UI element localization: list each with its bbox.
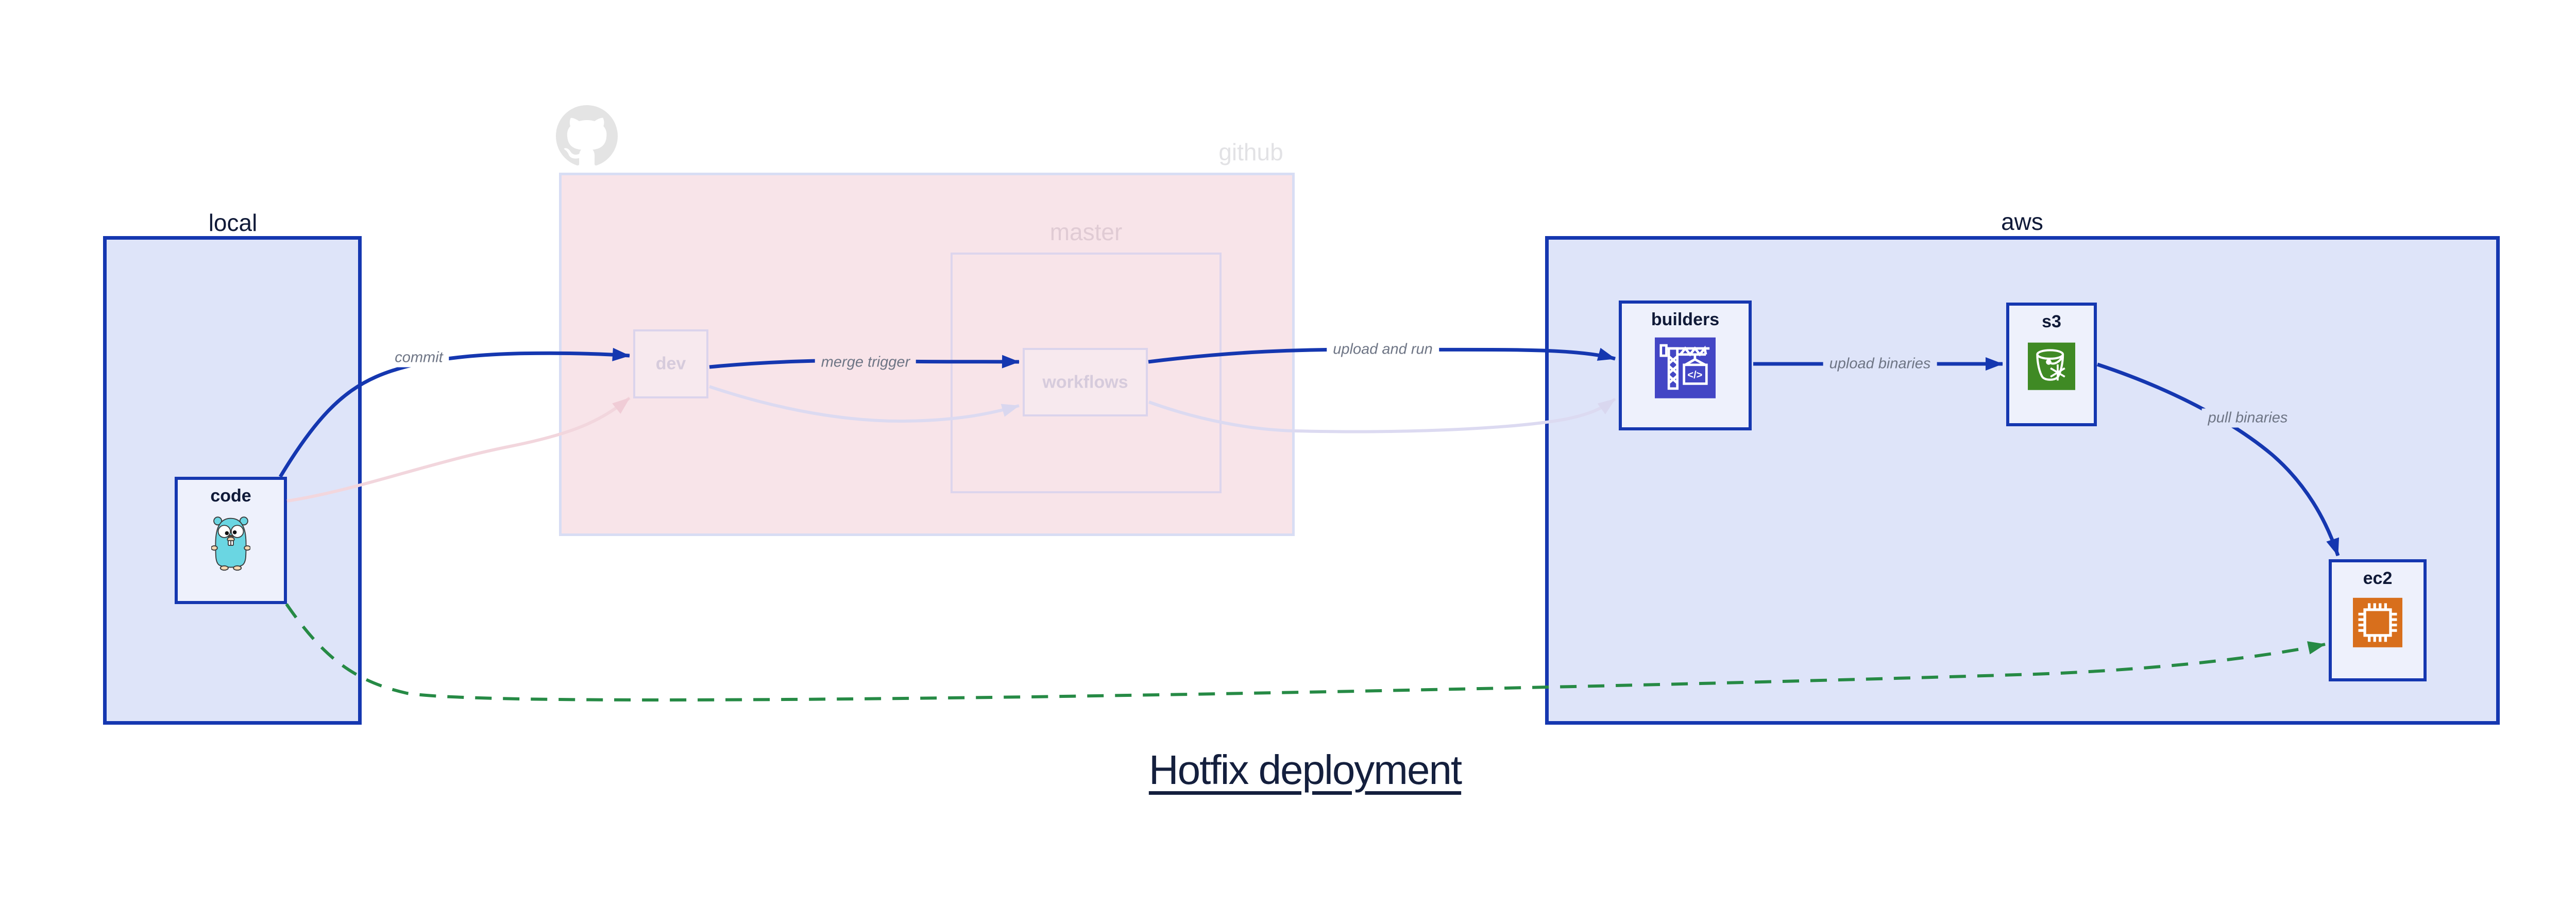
node-s3-label: s3 [2042, 312, 2061, 331]
node-s3: s3 [2006, 303, 2097, 426]
edge-label-upload-and-run: upload and run [1327, 340, 1439, 359]
diagram-title: Hotfix deployment [1148, 747, 1462, 793]
edge-faded-code-dev [286, 396, 631, 503]
cluster-label-github: github [1218, 139, 1283, 165]
edge-label-pull-binaries: pull binaries [2201, 408, 2294, 428]
node-ec2-label: ec2 [2363, 569, 2393, 588]
node-dev-label: dev [655, 354, 686, 374]
edge-faded-dev-workflows [709, 385, 1020, 423]
cluster-label-local: local [208, 209, 258, 236]
s3-bucket-icon [2028, 342, 2075, 390]
cluster-master [951, 253, 1222, 493]
svg-text:</>: </> [1687, 370, 1702, 381]
edge-hotfix-dashed [285, 603, 2326, 701]
codebuild-crane-icon: </> [1655, 337, 1716, 398]
node-builders-label: builders [1651, 310, 1720, 329]
node-workflows-label: workflows [1042, 372, 1128, 392]
edge-faded-workflows-builders [1148, 397, 1616, 433]
edge-label-upload-binaries: upload binaries [1823, 354, 1937, 374]
cluster-label-master: master [1049, 219, 1123, 245]
node-builders: builders </> [1619, 300, 1752, 430]
edge-label-merge-trigger: merge trigger [815, 353, 917, 372]
node-code: code [175, 477, 287, 604]
cluster-label-aws: aws [2001, 208, 2043, 235]
node-dev: dev [633, 329, 708, 398]
edge-pull-binaries [2096, 362, 2340, 557]
ec2-chip-icon [2353, 597, 2402, 647]
github-logo-icon [556, 105, 618, 166]
node-ec2: ec2 [2329, 559, 2427, 681]
edge-label-commit: commit [388, 348, 449, 368]
node-workflows: workflows [1023, 348, 1148, 416]
go-gopher-icon [211, 512, 251, 574]
node-code-label: code [210, 486, 251, 506]
